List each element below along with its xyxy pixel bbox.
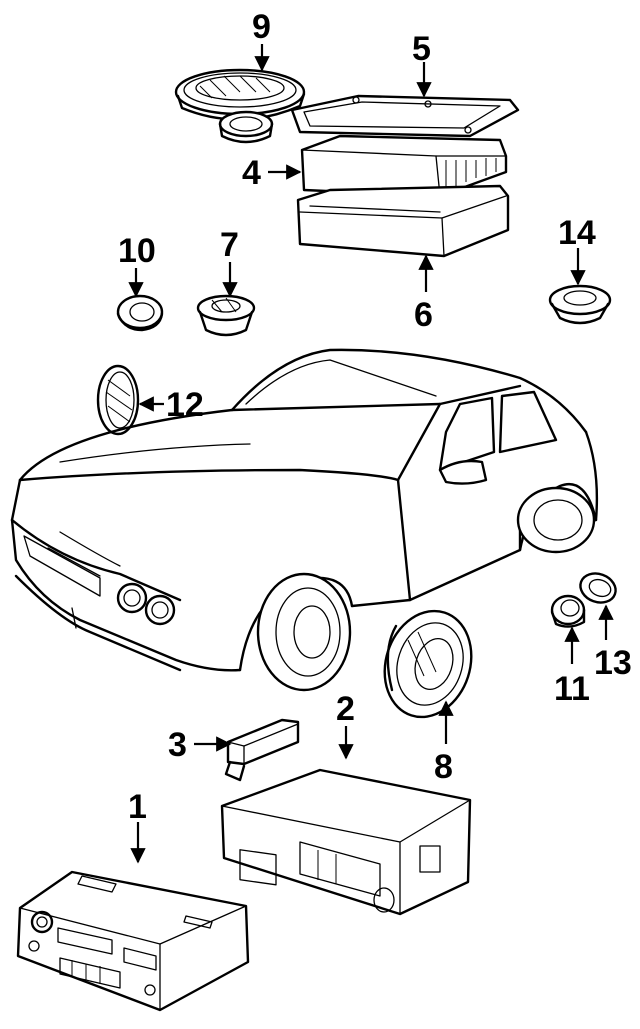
mounting-bracket-part — [224, 718, 300, 782]
amplifier-part — [300, 134, 508, 198]
callout-14: 14 — [558, 214, 596, 252]
large-speaker-part — [383, 609, 473, 719]
callout-9: 9 — [252, 8, 271, 46]
speaker-grille-part — [96, 364, 140, 436]
amplifier-cover-part — [290, 94, 520, 138]
radio-head-unit-part — [16, 870, 250, 1012]
callout-7: 7 — [220, 226, 239, 264]
callout-10: 10 — [118, 232, 156, 270]
callout-5: 5 — [412, 30, 431, 68]
tweeter-right-part — [548, 284, 612, 325]
callout-11: 11 — [554, 670, 590, 708]
callout-1: 1 — [128, 788, 147, 826]
small-speaker-part — [550, 594, 586, 628]
callout-13: 13 — [594, 644, 632, 682]
tweeter-part — [196, 294, 256, 337]
car-illustration — [10, 348, 599, 692]
callout-12: 12 — [166, 386, 204, 424]
callout-6: 6 — [414, 296, 433, 334]
callout-labels: 9 5 4 6 10 7 14 12 8 11 13 3 2 1 — [118, 8, 632, 826]
small-tweeter-part — [116, 294, 164, 332]
callout-3: 3 — [168, 726, 187, 764]
leader-lines — [128, 44, 614, 864]
callout-8: 8 — [434, 748, 453, 786]
callout-4: 4 — [242, 154, 261, 192]
small-grille-part — [579, 572, 617, 604]
oval-speaker-part — [174, 68, 306, 144]
cd-changer-part — [220, 768, 472, 916]
amplifier-bracket-part — [296, 184, 510, 258]
callout-2: 2 — [336, 690, 355, 728]
